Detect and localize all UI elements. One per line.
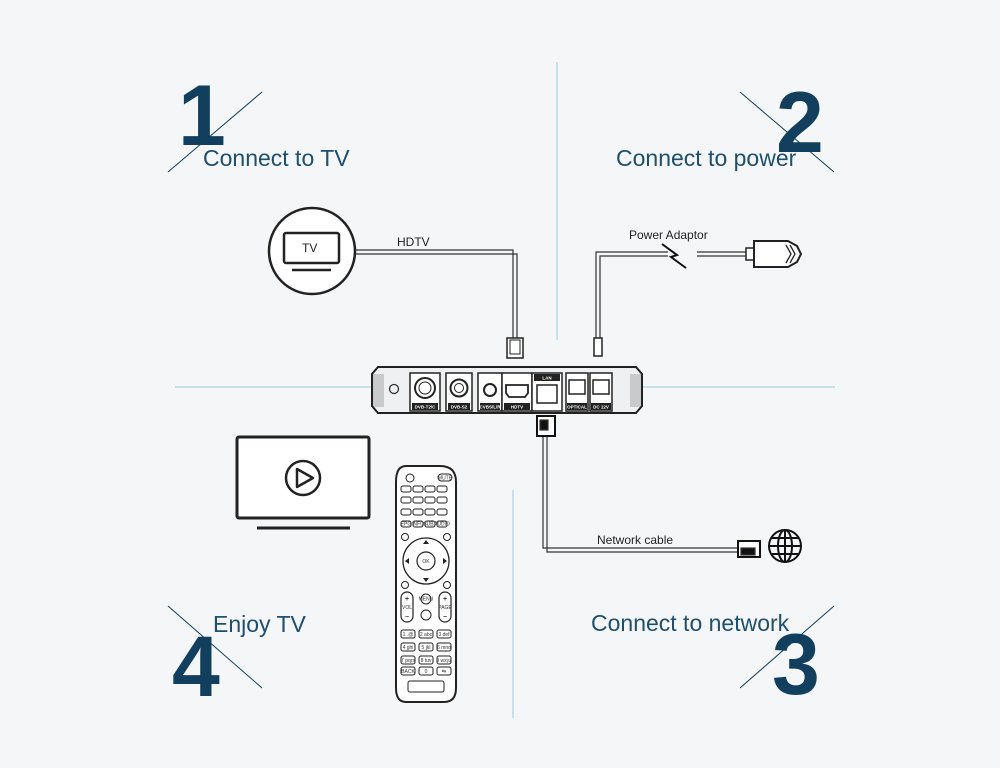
step-4-number: 4 xyxy=(172,619,220,715)
remote-key-1: 1 .@ xyxy=(403,632,414,638)
remote-key-5: 5 jkl xyxy=(422,645,431,651)
remote-key-8: 8 tuv xyxy=(421,658,432,664)
step-1-number: 1 xyxy=(178,68,226,164)
step-4: 4 Enjoy TV xyxy=(167,605,307,715)
port-lan-label: LAN xyxy=(542,376,551,381)
step-2-number: 2 xyxy=(776,75,824,171)
remote-key-9: 9 wxyz xyxy=(436,658,452,664)
port-dvb-t2c-label: DVB-T2/C xyxy=(415,405,437,410)
step-2: 2 Connect to power xyxy=(616,75,835,173)
remote-key-4: 4 ghi xyxy=(403,645,414,651)
remote-menu-key: MENU xyxy=(419,597,434,603)
svg-text:−: − xyxy=(443,614,447,621)
port-hdtv-label: HDTV xyxy=(511,405,523,410)
remote-vol-key: VOL xyxy=(402,605,412,611)
power-adaptor-label: Power Adaptor xyxy=(629,228,708,242)
step-1: 1 Connect to TV xyxy=(167,68,350,173)
remote-key-0: 0 xyxy=(425,669,428,675)
remote-switch-key: ⇆ xyxy=(442,669,446,675)
step-2-title: Connect to power xyxy=(616,145,797,171)
remote-key-7: 7 pqrs xyxy=(401,658,415,664)
remote-page-key: PAGE xyxy=(438,605,452,611)
remote-back-key: BACK xyxy=(401,669,415,675)
remote-mute-button xyxy=(437,473,453,482)
remote-key-6: 6 mno xyxy=(437,645,451,651)
remote-ok-key: OK xyxy=(422,559,430,565)
step-1-slash xyxy=(167,91,263,173)
step-1-title: Connect to TV xyxy=(203,145,350,171)
tv-icon: TV xyxy=(267,206,357,296)
remote-key-3: 3 def xyxy=(438,632,450,638)
tv-icon-label: TV xyxy=(302,241,317,255)
remote-epg-key: EPG xyxy=(401,522,412,528)
hdtv-cable xyxy=(355,249,524,359)
monitor-play-icon xyxy=(235,435,371,530)
remote-mute-label: MUTE xyxy=(438,476,453,482)
step-3: 3 Connect to network xyxy=(591,605,835,713)
remote-subt-key: SUBT xyxy=(423,522,436,528)
hdtv-label: HDTV xyxy=(397,235,430,249)
step-4-slash xyxy=(167,605,263,689)
svg-text:−: − xyxy=(405,614,409,621)
power-cable xyxy=(593,240,803,357)
remote-control: MUTE EPG INFO SUBT AUDIO OK + VOL − xyxy=(395,465,457,703)
remote-audio-key: AUDIO xyxy=(434,522,450,528)
step-3-title: Connect to network xyxy=(591,610,790,636)
remote-key-2: 2 abc xyxy=(420,632,433,638)
port-dc12v-label: DC 12V xyxy=(593,405,609,410)
step-4-title: Enjoy TV xyxy=(213,611,307,637)
network-cable xyxy=(536,415,761,558)
remote-power-button xyxy=(405,473,415,483)
step-3-slash xyxy=(739,605,835,689)
port-cvbs-label: CVBS/L/R xyxy=(479,405,501,410)
svg-text:+: + xyxy=(405,596,409,603)
step-3-number: 3 xyxy=(772,617,820,713)
remote-info-key: INFO xyxy=(412,522,424,528)
port-dvb-s2-label: DVB-S2 xyxy=(451,405,468,410)
svg-text:+: + xyxy=(443,596,447,603)
globe-icon xyxy=(768,529,802,563)
guide-lines xyxy=(175,62,835,718)
port-optical-label: OPTICAL xyxy=(567,405,587,410)
ir-window-icon xyxy=(388,383,400,395)
set-top-box: DVB-T2/C DVB-S2 CVBS/L/R HDTV LAN OPTICA… xyxy=(371,366,643,414)
step-2-slash xyxy=(739,91,835,173)
network-cable-label: Network cable xyxy=(597,533,673,547)
